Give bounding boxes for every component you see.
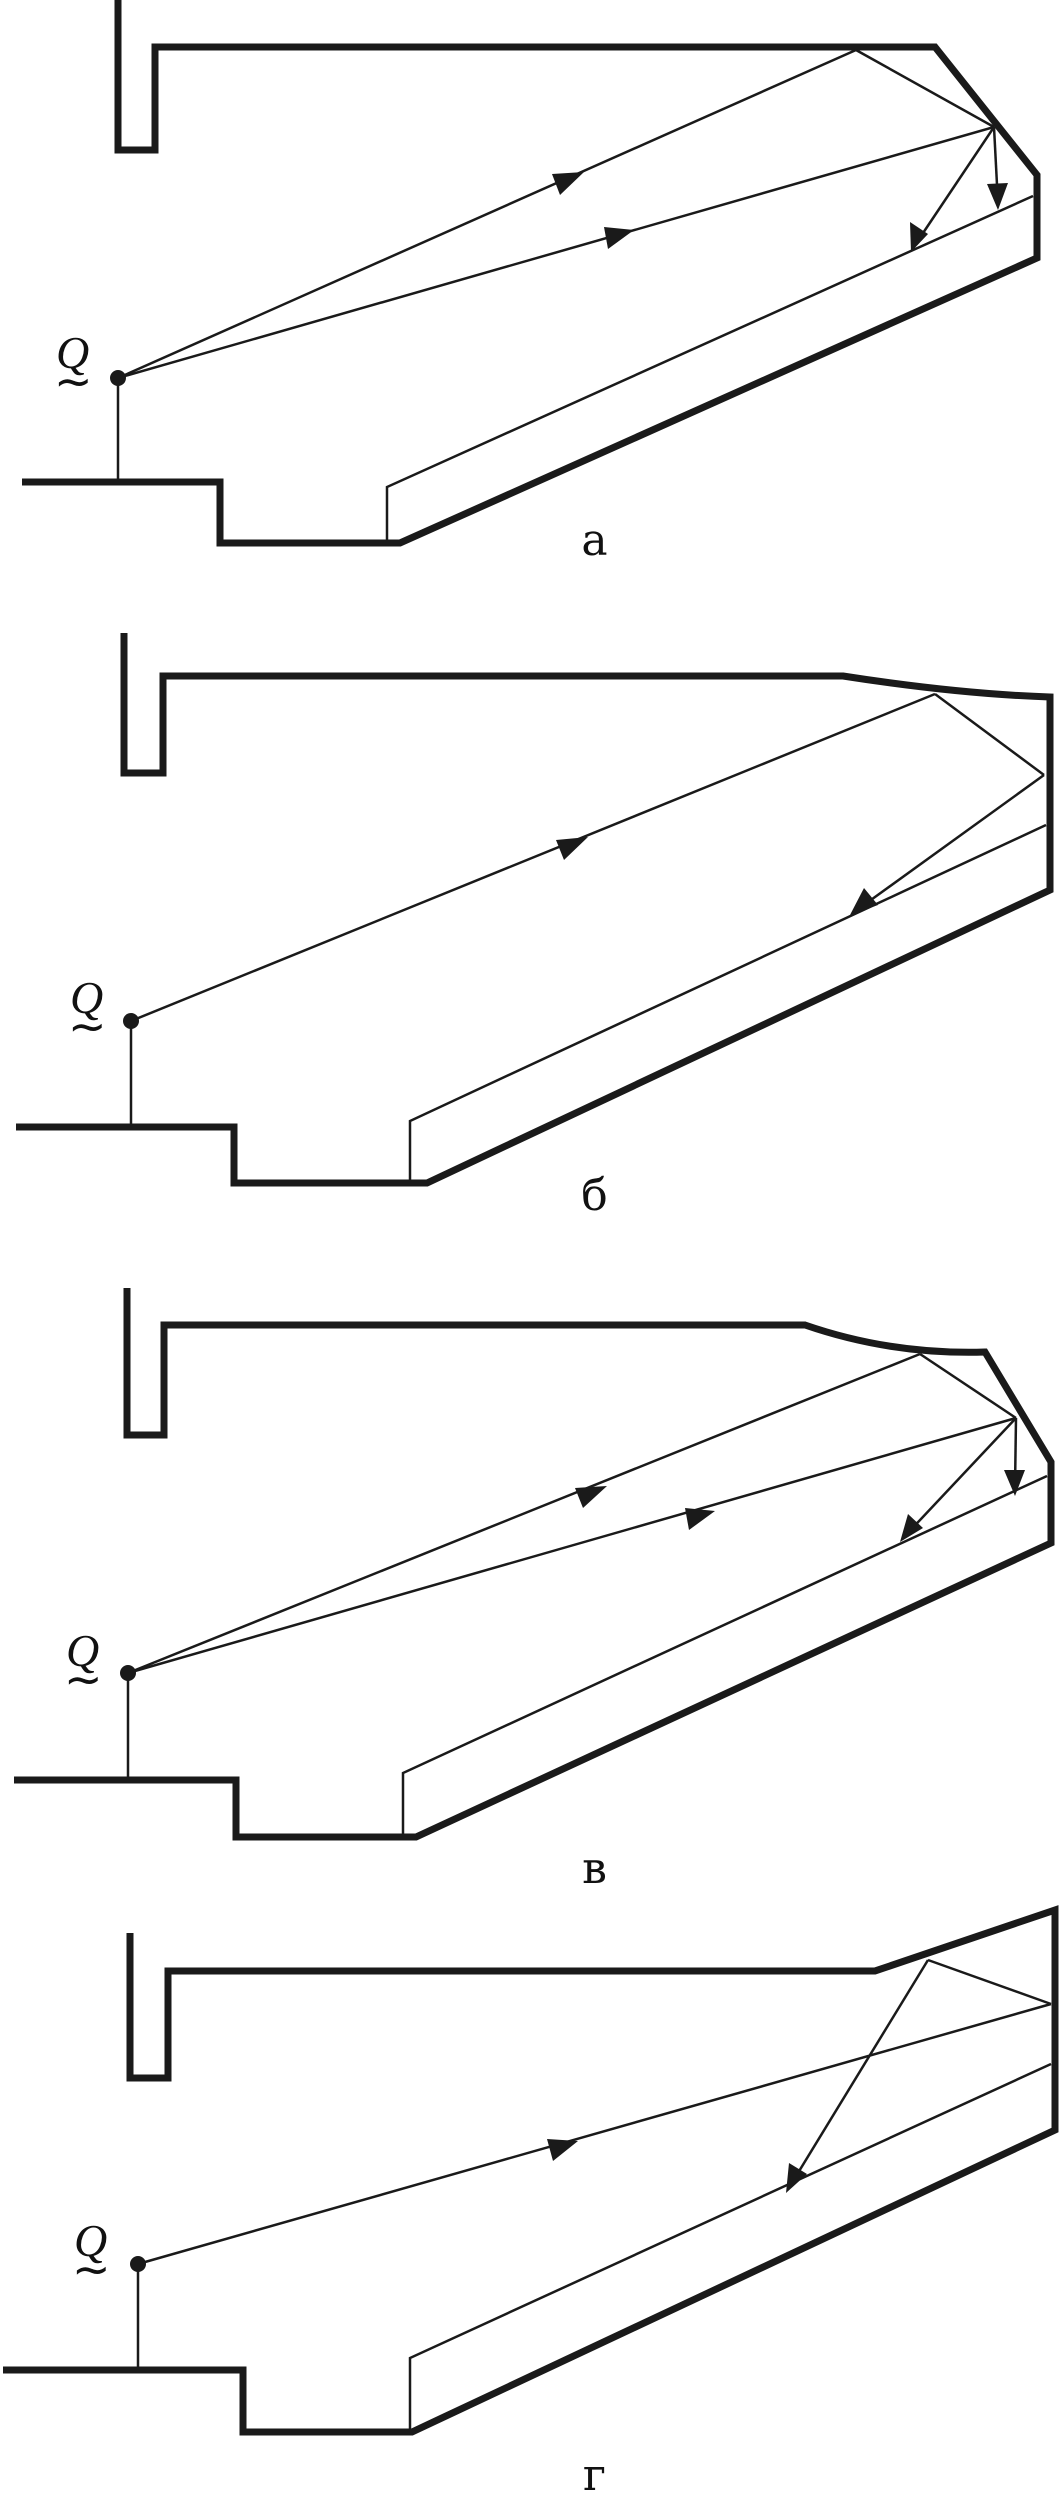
arrow-head [552, 172, 584, 195]
panel-caption: а [581, 515, 608, 566]
panel-b-drawing [16, 633, 1054, 1187]
ray-reflect-a [904, 1417, 1017, 1537]
arrow-head [575, 1486, 607, 1508]
ray-1 [130, 692, 936, 1023]
arrow-head [556, 837, 588, 860]
ray-reflect-a [856, 773, 1045, 912]
source-label: Q [70, 972, 104, 1023]
panel-b: Q ~ б [0, 600, 1059, 1230]
arrow-head [547, 2139, 578, 2161]
source-symbol: ~ [68, 999, 107, 1053]
panel-a-drawing [22, 0, 1041, 547]
arrow-head [604, 227, 634, 249]
panel-caption: г [582, 2450, 607, 2501]
source-symbol: ~ [72, 2242, 111, 2296]
light-source-point [120, 1665, 136, 1681]
arrow-head [900, 1514, 923, 1542]
diffuser-surface [408, 2062, 1052, 2432]
ray-2 [127, 1416, 1017, 1675]
source-label: Q [56, 327, 90, 378]
panel-caption: в [582, 1843, 607, 1894]
luminaire-outline [16, 633, 1054, 1187]
arrow-head [685, 1508, 715, 1530]
panel-d: Q ~ г [0, 1880, 1059, 2507]
ray-1-reflect [927, 1958, 1052, 2006]
arrow-head [850, 888, 878, 915]
luminaire-outline [3, 1905, 1059, 2436]
ray-1 [117, 48, 857, 380]
panel-d-drawing [3, 1905, 1059, 2436]
source-symbol: ~ [54, 354, 93, 408]
arrow-head [786, 2163, 807, 2193]
ray-2 [117, 125, 995, 380]
ray-1-reflect [919, 1352, 1017, 1420]
light-source-point [110, 370, 126, 386]
diffuser-surface [408, 823, 1047, 1183]
luminaire-outline [14, 1288, 1055, 1841]
source-label: Q [66, 1625, 100, 1676]
ray-1-reflect [934, 692, 1045, 777]
ray-reflect-a [788, 1959, 930, 2187]
source-label: Q [74, 2215, 108, 2266]
luminaire-outline [22, 0, 1041, 547]
arrow-head [910, 222, 928, 252]
ray-reflect-a [911, 126, 996, 249]
ray-1 [137, 2002, 1052, 2266]
arrow-head [987, 183, 1008, 210]
panel-caption: б [581, 1170, 608, 1221]
light-source-point [130, 2256, 146, 2272]
panel-c-drawing [14, 1288, 1055, 1841]
diffuser-surface [401, 1474, 1048, 1837]
ray-1 [127, 1352, 921, 1675]
panel-c: Q ~ в [0, 1230, 1059, 1894]
light-source-point [123, 1013, 139, 1029]
panel-a: Q ~ а [0, 0, 1059, 600]
source-symbol: ~ [64, 1652, 103, 1706]
ray-1-reflect [855, 48, 995, 129]
diffuser-surface [385, 194, 1034, 543]
arrow-head [1004, 1470, 1025, 1496]
